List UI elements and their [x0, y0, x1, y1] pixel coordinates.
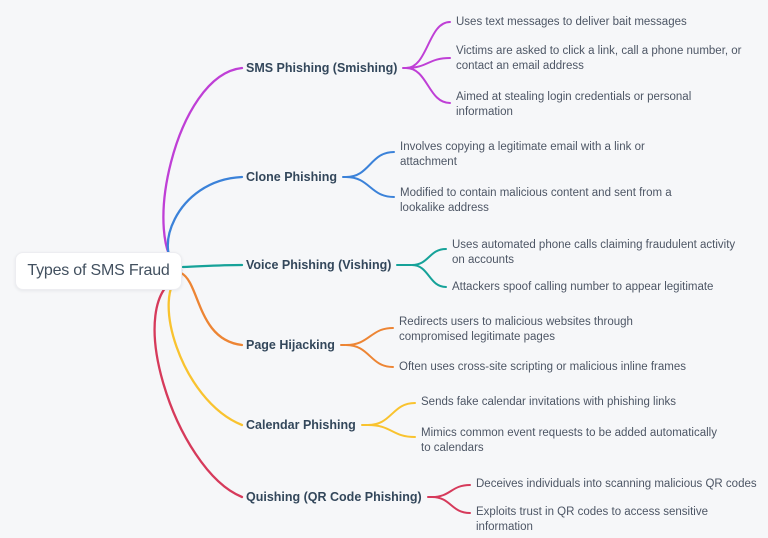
leaf-node[interactable]: Modified to contain malicious content an…: [400, 187, 672, 214]
root-node[interactable]: Types of SMS Fraud: [15, 252, 182, 290]
fork-quishing-leaf1: [431, 484, 471, 498]
branch-label: Clone Phishing: [246, 170, 337, 184]
trunk-curve-page-hijacking: [179, 271, 244, 347]
branch-label: SMS Phishing (Smishing): [246, 61, 398, 75]
fork-sms-phishing-leaf3: [405, 67, 451, 104]
leaf-node[interactable]: Uses automated phone calls claiming frau…: [452, 239, 736, 266]
fork-page-hijacking-leaf2: [345, 344, 394, 368]
trunk-curve-calendar-phishing: [167, 273, 244, 427]
leaf-node[interactable]: Sends fake calendar invitations with phi…: [421, 396, 677, 408]
leaf-node[interactable]: Victims are asked to click a link, call …: [456, 45, 742, 72]
fork-voice-phishing-leaf2: [411, 264, 447, 288]
fork-quishing-leaf2: [431, 496, 471, 514]
fork-voice-phishing-leaf1: [411, 248, 447, 266]
branch-node-sms-phishing[interactable]: SMS Phishing (Smishing): [246, 59, 409, 77]
fork-clone-phishing-leaf1: [345, 151, 395, 178]
trunk-curve-sms-phishing: [162, 66, 244, 272]
branch-node-clone-phishing[interactable]: Clone Phishing: [246, 168, 348, 186]
branch-connector-line: [339, 344, 346, 346]
leaf-node[interactable]: Exploits trust in QR codes to access sen…: [476, 506, 709, 533]
branch-connector-line: [426, 496, 433, 498]
fork-calendar-phishing-leaf1: [367, 402, 416, 426]
leaf-node[interactable]: Attackers spoof calling number to appear…: [452, 281, 714, 293]
branch-connector-line: [360, 424, 368, 426]
fork-clone-phishing-leaf2: [345, 176, 395, 198]
leaf-node[interactable]: Aimed at stealing login credentials or p…: [456, 91, 692, 118]
branch-label: Calendar Phishing: [246, 418, 356, 432]
fork-sms-phishing-leaf1: [405, 21, 451, 69]
branch-node-quishing[interactable]: Quishing (QR Code Phishing): [246, 488, 433, 506]
trunk-curve-voice-phishing: [181, 263, 244, 269]
trunk-curve-quishing: [153, 275, 244, 499]
branch-label: Page Hijacking: [246, 338, 335, 352]
branch-connector-line: [341, 176, 348, 178]
fork-page-hijacking-leaf1: [345, 327, 394, 346]
fork-calendar-phishing-leaf2: [367, 424, 416, 438]
leaf-node[interactable]: Uses text messages to deliver bait messa…: [456, 16, 687, 28]
leaf-node[interactable]: Deceives individuals into scanning malic…: [476, 478, 757, 490]
leaf-node[interactable]: Mimics common event requests to be added…: [421, 427, 717, 454]
branch-connector-line: [396, 264, 412, 266]
leaf-node[interactable]: Often uses cross-site scripting or malic…: [399, 361, 686, 373]
branch-node-calendar-phishing[interactable]: Calendar Phishing: [246, 416, 368, 434]
branch-label: Quishing (QR Code Phishing): [246, 490, 422, 504]
branch-label: Voice Phishing (Vishing): [246, 258, 392, 272]
leaf-node[interactable]: Involves copying a legitimate email with…: [400, 141, 645, 168]
branch-node-page-hijacking[interactable]: Page Hijacking: [246, 336, 346, 354]
leaf-node[interactable]: Redirects users to malicious websites th…: [399, 316, 633, 343]
branch-connector-line: [402, 67, 409, 69]
root-node-label: Types of SMS Fraud: [27, 262, 170, 279]
branch-node-voice-phishing[interactable]: Voice Phishing (Vishing): [246, 256, 412, 274]
